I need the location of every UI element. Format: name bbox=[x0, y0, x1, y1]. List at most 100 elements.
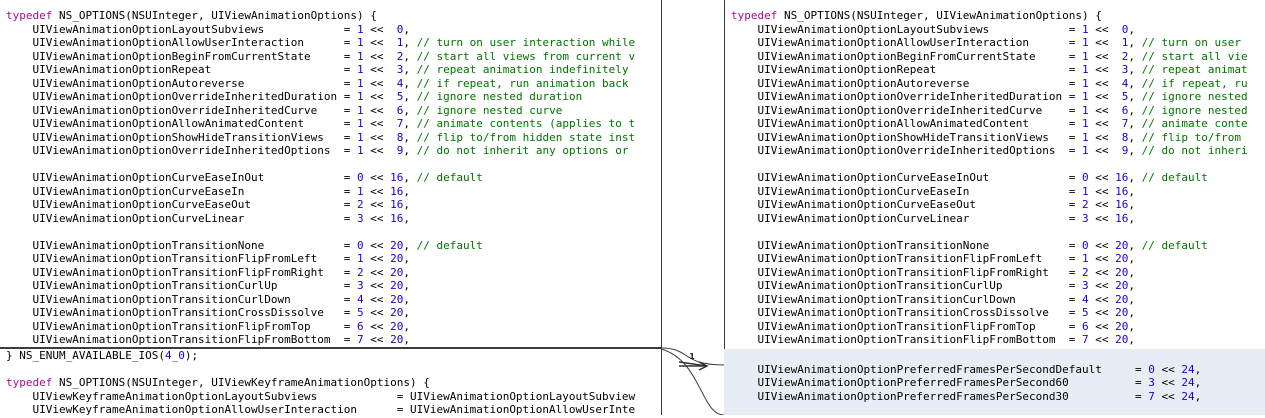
number-token: 1 bbox=[357, 90, 364, 103]
code-token: << bbox=[1088, 22, 1122, 36]
code-line: UIViewAnimationOptionLayoutSubviews = 1 … bbox=[6, 23, 410, 37]
number-token: 1 bbox=[1082, 117, 1089, 130]
code-token: , bbox=[403, 333, 410, 346]
number-token: 16 bbox=[390, 184, 404, 198]
code-token: << bbox=[1154, 389, 1182, 403]
comment-token: // start all views from current v bbox=[416, 49, 636, 63]
code-token: , bbox=[403, 171, 417, 184]
code-token: UIViewAnimationOptionCurveEaseIn = bbox=[6, 184, 357, 198]
number-token: 1 bbox=[1082, 130, 1089, 144]
code-token: , bbox=[403, 36, 417, 49]
diff-gutter: 1 bbox=[660, 0, 725, 416]
code-token: UIViewAnimationOptionTransitionFlipFromT… bbox=[731, 319, 1082, 333]
number-token: 24 bbox=[1181, 376, 1195, 389]
code-token: << bbox=[363, 252, 391, 265]
number-token: 20 bbox=[1115, 306, 1129, 319]
code-token: UIViewAnimationOptionAllowAnimatedConten… bbox=[6, 117, 357, 130]
comment-token: // animate contents (applies to t bbox=[416, 117, 636, 130]
code-token: << bbox=[363, 63, 397, 76]
code-line: UIViewAnimationOptionAutoreverse = 1 << … bbox=[6, 76, 628, 91]
code-token: , bbox=[1128, 103, 1142, 117]
number-token: 1 bbox=[1082, 76, 1089, 90]
number-token: 4 bbox=[396, 76, 404, 90]
code-token: << bbox=[363, 171, 391, 184]
code-token: UIViewKeyframeAnimationOptionLayoutSubvi… bbox=[6, 389, 636, 403]
comment-token: // do not inheri bbox=[1141, 144, 1248, 157]
number-token: 1 bbox=[357, 130, 364, 144]
code-token: , bbox=[1194, 376, 1202, 389]
number-token: 16 bbox=[1115, 198, 1129, 211]
change-count-badge[interactable]: 1 bbox=[689, 352, 695, 361]
code-token: , bbox=[1128, 117, 1142, 130]
code-token: << bbox=[1088, 130, 1122, 144]
code-token: UIViewAnimationOptionTransitionNone = bbox=[6, 238, 357, 252]
comment-token: // default bbox=[416, 238, 483, 252]
comment-token: // animate conte bbox=[1141, 117, 1248, 130]
code-token: UIViewAnimationOptionCurveEaseInOut = bbox=[6, 171, 357, 184]
code-line: UIViewAnimationOptionTransitionCurlUp = … bbox=[6, 279, 410, 293]
number-token: 1 bbox=[357, 49, 364, 63]
number-token: 2 bbox=[1082, 198, 1089, 211]
code-token: , bbox=[403, 306, 410, 319]
comment-token: // flip to/from bbox=[1141, 130, 1241, 144]
code-line: UIViewAnimationOptionCurveLinear = 3 << … bbox=[6, 212, 410, 226]
added-code-line: UIViewAnimationOptionPreferredFramesPerS… bbox=[731, 363, 1201, 377]
code-token: , bbox=[1194, 389, 1202, 403]
number-token: 20 bbox=[390, 279, 404, 292]
number-token: 1 bbox=[357, 252, 364, 265]
code-token: UIViewKeyframeAnimationOptionAllowUserIn… bbox=[6, 403, 636, 415]
code-token: << bbox=[363, 184, 391, 198]
left-editor-pane[interactable]: typedef NS_OPTIONS(NSUInteger, UIViewAni… bbox=[0, 0, 661, 415]
code-token: UIViewAnimationOptionShowHideTransitionV… bbox=[6, 130, 357, 144]
left-lower-code-block: } NS_ENUM_AVAILABLE_IOS(4_0);typedef NS_… bbox=[0, 348, 661, 415]
right-editor-pane[interactable]: typedef NS_OPTIONS(NSUInteger, UIViewAni… bbox=[724, 0, 1265, 415]
number-token: 5 bbox=[1082, 306, 1089, 319]
code-line: UIViewAnimationOptionTransitionNone = 0 … bbox=[731, 239, 1207, 253]
code-line: UIViewKeyframeAnimationOptionLayoutSubvi… bbox=[6, 390, 635, 404]
code-token: << bbox=[363, 76, 397, 90]
code-token: << bbox=[1088, 198, 1116, 211]
code-token: UIViewAnimationOptionTransitionFlipFromB… bbox=[731, 333, 1082, 346]
number-token: 1 bbox=[396, 36, 404, 49]
comment-token: // start all vie bbox=[1141, 49, 1248, 63]
code-token: UIViewAnimationOptionTransitionFlipFromT… bbox=[6, 319, 357, 333]
code-token: , bbox=[403, 279, 410, 292]
code-line: typedef NS_OPTIONS(NSUInteger, UIViewKey… bbox=[6, 376, 430, 390]
number-token: 2 bbox=[357, 265, 364, 279]
code-token: << bbox=[363, 130, 397, 144]
diff-connector bbox=[660, 347, 725, 416]
code-token: << bbox=[363, 238, 391, 252]
number-token: 2 bbox=[396, 49, 404, 63]
code-token: , bbox=[1128, 184, 1135, 198]
code-line: UIViewAnimationOptionShowHideTransitionV… bbox=[731, 130, 1241, 145]
number-token: 4 bbox=[357, 292, 364, 306]
code-line: UIViewAnimationOptionBeginFromCurrentSta… bbox=[6, 50, 635, 64]
code-token: << bbox=[1088, 63, 1122, 76]
number-token: 3 bbox=[357, 279, 364, 292]
number-token: 1 bbox=[357, 144, 364, 157]
number-token: 16 bbox=[1115, 184, 1129, 198]
number-token: 20 bbox=[1115, 279, 1129, 292]
code-line: UIViewAnimationOptionTransitionFlipFromT… bbox=[6, 320, 410, 334]
code-token: UIViewAnimationOptionPreferredFramesPerS… bbox=[731, 389, 1149, 403]
number-token: 3 bbox=[1082, 211, 1089, 225]
number-token: 2 bbox=[357, 198, 364, 211]
code-token: << bbox=[363, 90, 397, 103]
number-token: 16 bbox=[1115, 171, 1129, 184]
number-token: 20 bbox=[1115, 333, 1129, 346]
number-token: 1 bbox=[1082, 49, 1089, 63]
code-token: << bbox=[1088, 252, 1116, 265]
code-token: UIViewAnimationOptionTransitionFlipFromL… bbox=[6, 252, 357, 265]
code-token: UIViewAnimationOptionTransitionCrossDiss… bbox=[6, 306, 357, 319]
added-code-line: UIViewAnimationOptionPreferredFramesPerS… bbox=[731, 390, 1201, 404]
code-line: UIViewAnimationOptionOverrideInheritedDu… bbox=[6, 90, 582, 104]
number-token: 1 bbox=[1121, 36, 1129, 49]
number-token: 7 bbox=[396, 117, 404, 130]
code-line: UIViewKeyframeAnimationOptionAllowUserIn… bbox=[6, 403, 635, 415]
left-split-divider[interactable] bbox=[0, 347, 661, 349]
code-line: UIViewAnimationOptionCurveEaseIn = 1 << … bbox=[731, 185, 1135, 199]
code-token: << bbox=[363, 198, 391, 211]
number-token: 0 bbox=[1148, 362, 1155, 376]
code-token: , bbox=[403, 144, 417, 157]
code-line: UIViewAnimationOptionTransitionCurlDown … bbox=[6, 293, 410, 307]
